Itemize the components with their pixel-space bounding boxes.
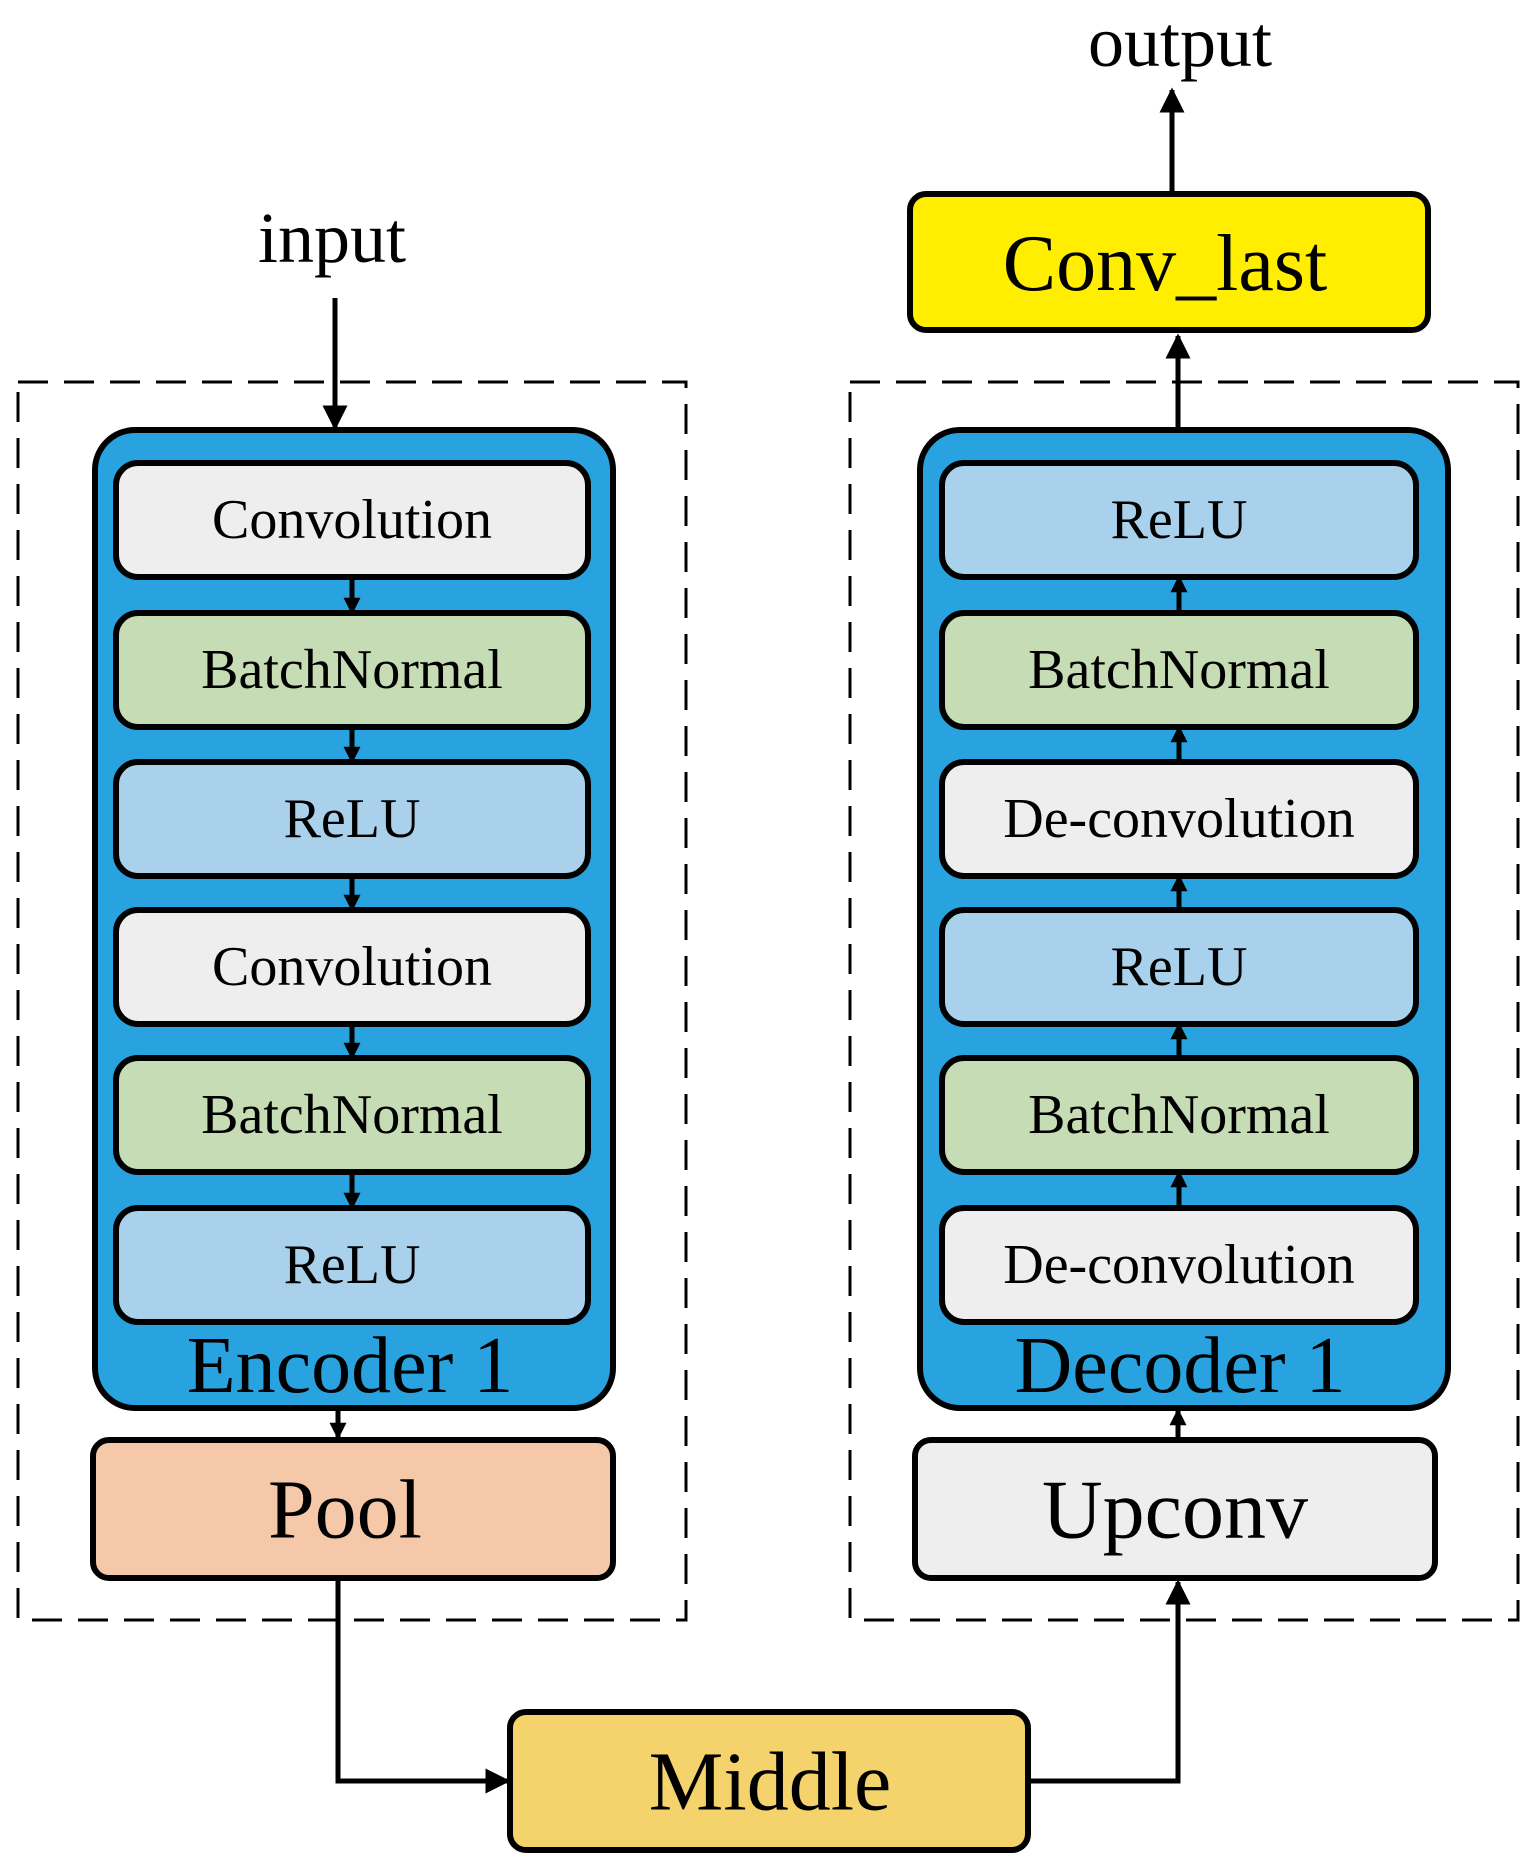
pool-label: Pool: [268, 1464, 422, 1557]
encoder-layer-label: Convolution: [212, 489, 492, 551]
encoder-title: Encoder 1: [187, 1322, 514, 1410]
upconv-block: Upconv: [912, 1437, 1438, 1581]
conv-last-label: Conv_last: [1003, 220, 1327, 308]
encoder-layer-label: Convolution: [212, 936, 492, 998]
upconv-box: [912, 1437, 1438, 1581]
middle-to-upconv-arrow: [1028, 1579, 1191, 1784]
decoder-layer-label: De-convolution: [1003, 788, 1354, 850]
encoder-group-frame: [16, 380, 688, 1622]
pool-block: Pool: [90, 1437, 616, 1581]
decoder-layer-label: BatchNormal: [1028, 1084, 1330, 1146]
middle-block: Middle: [507, 1709, 1031, 1853]
pool-box: [90, 1437, 616, 1581]
encoder-layer-label: BatchNormal: [201, 1084, 503, 1146]
middle-label: Middle: [649, 1736, 892, 1829]
decoder-block: ReLUBatchNormalDe-convolutionReLUBatchNo…: [917, 427, 1451, 1411]
encoder-layer-label: BatchNormal: [201, 639, 503, 701]
encoder-layer-label: ReLU: [284, 1234, 421, 1296]
decoder-layer-label: ReLU: [1111, 936, 1248, 998]
decoder-layer-label: De-convolution: [1003, 1234, 1354, 1296]
conv-last-box: [907, 191, 1431, 333]
decoder-layer-box: [939, 1205, 1419, 1325]
decoder-layers: ReLUBatchNormalDe-convolutionReLUBatchNo…: [939, 460, 1419, 1325]
decoder-layer-label: BatchNormal: [1028, 639, 1330, 701]
decoder-group-frame: [848, 380, 1520, 1622]
encoder-block: ConvolutionBatchNormalReLUConvolutionBat…: [92, 427, 616, 1411]
encoder-layer-box: [113, 1205, 591, 1325]
input-label: input: [258, 198, 406, 278]
pool-to-middle-arrow: [335, 1578, 511, 1794]
decoder-title: Decoder 1: [1015, 1322, 1346, 1410]
conv-last-block: Conv_last: [907, 191, 1431, 333]
decoder-layer-label: ReLU: [1111, 489, 1248, 551]
encoder-layers: ConvolutionBatchNormalReLUConvolutionBat…: [113, 460, 591, 1325]
output-label: output: [1088, 2, 1272, 82]
upconv-label: Upconv: [1042, 1464, 1308, 1557]
encoder-layer-label: ReLU: [284, 788, 421, 850]
